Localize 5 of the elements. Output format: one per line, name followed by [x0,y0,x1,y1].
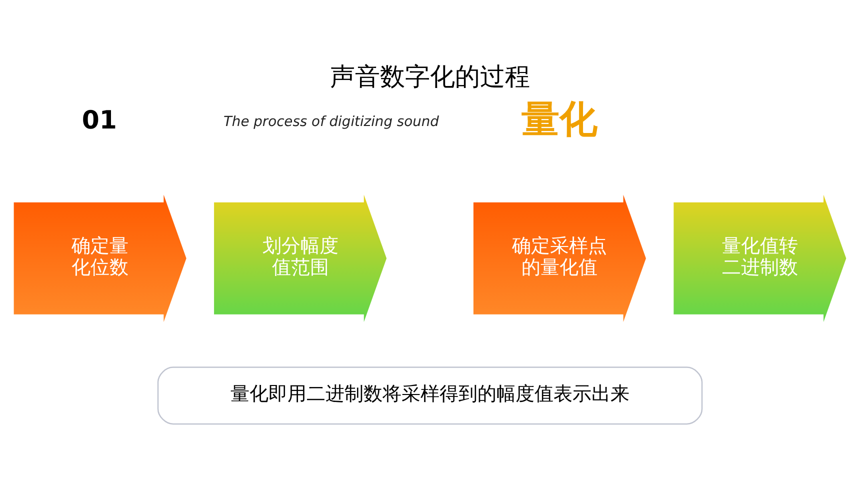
diagram-title: 声音数字化的过程 [330,62,530,92]
label: The process of digitizing sound [223,114,439,130]
label: 01 [82,106,117,135]
node-box: 量化即用二进制数将采样得到的幅度值表示出来 [157,366,703,425]
label: 量化 [521,96,598,141]
